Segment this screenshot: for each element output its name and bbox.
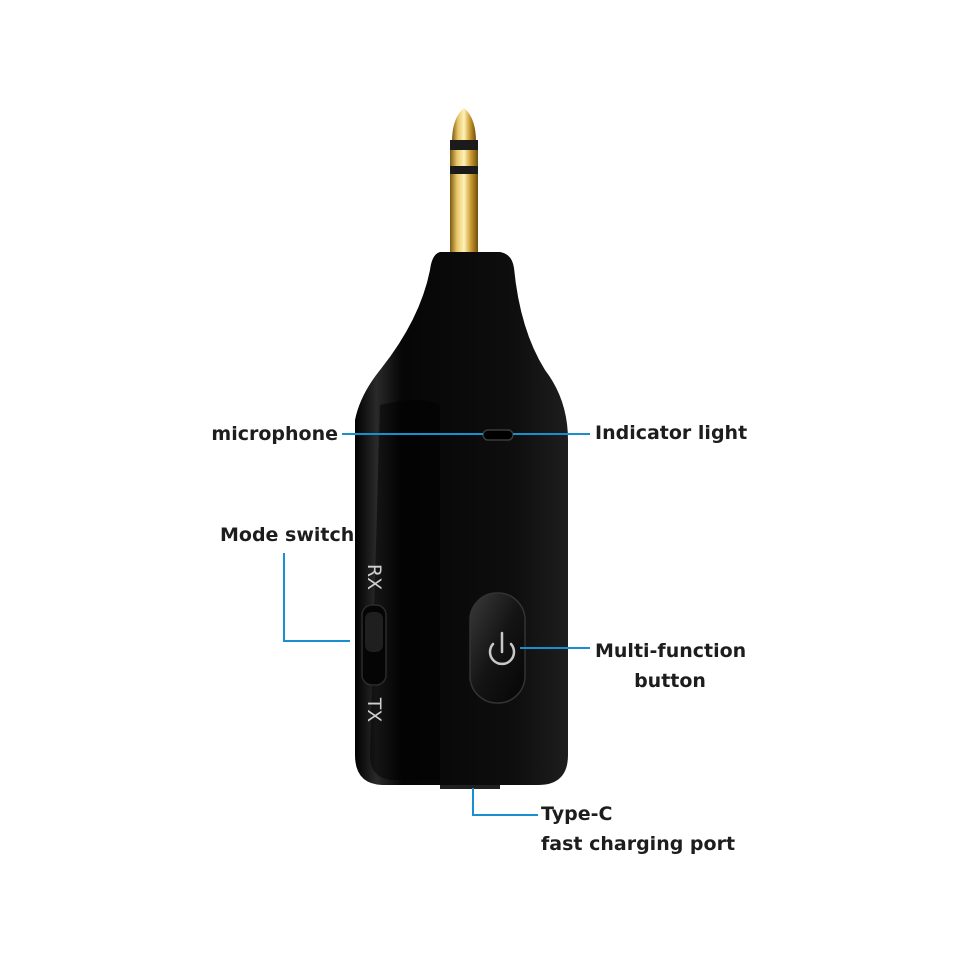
mode-mark-rx: RX [363,564,385,590]
label-microphone: microphone [211,423,338,445]
power-icon [488,631,516,666]
indicator-light-slot [482,429,514,441]
leader-lines [283,433,590,816]
mode-mark-tx: TX [363,697,385,723]
label-multi-function: Multi-function button [595,636,747,696]
leader-mode-switch [283,553,350,642]
mode-switch[interactable] [361,604,387,686]
label-type-c-line2: fast charging port [541,833,736,855]
leader-type-c [472,788,538,816]
audio-jack [450,108,478,254]
label-multi-function-line2: button [634,670,706,692]
label-type-c: Type-C fast charging port [541,799,735,859]
label-multi-function-line1: Multi-function [595,640,747,662]
type-c-port [440,785,500,789]
multi-function-button[interactable] [469,592,526,704]
label-indicator-light: Indicator light [595,422,748,444]
label-mode-switch: Mode switch [220,524,355,546]
label-type-c-line1: Type-C [541,803,613,825]
